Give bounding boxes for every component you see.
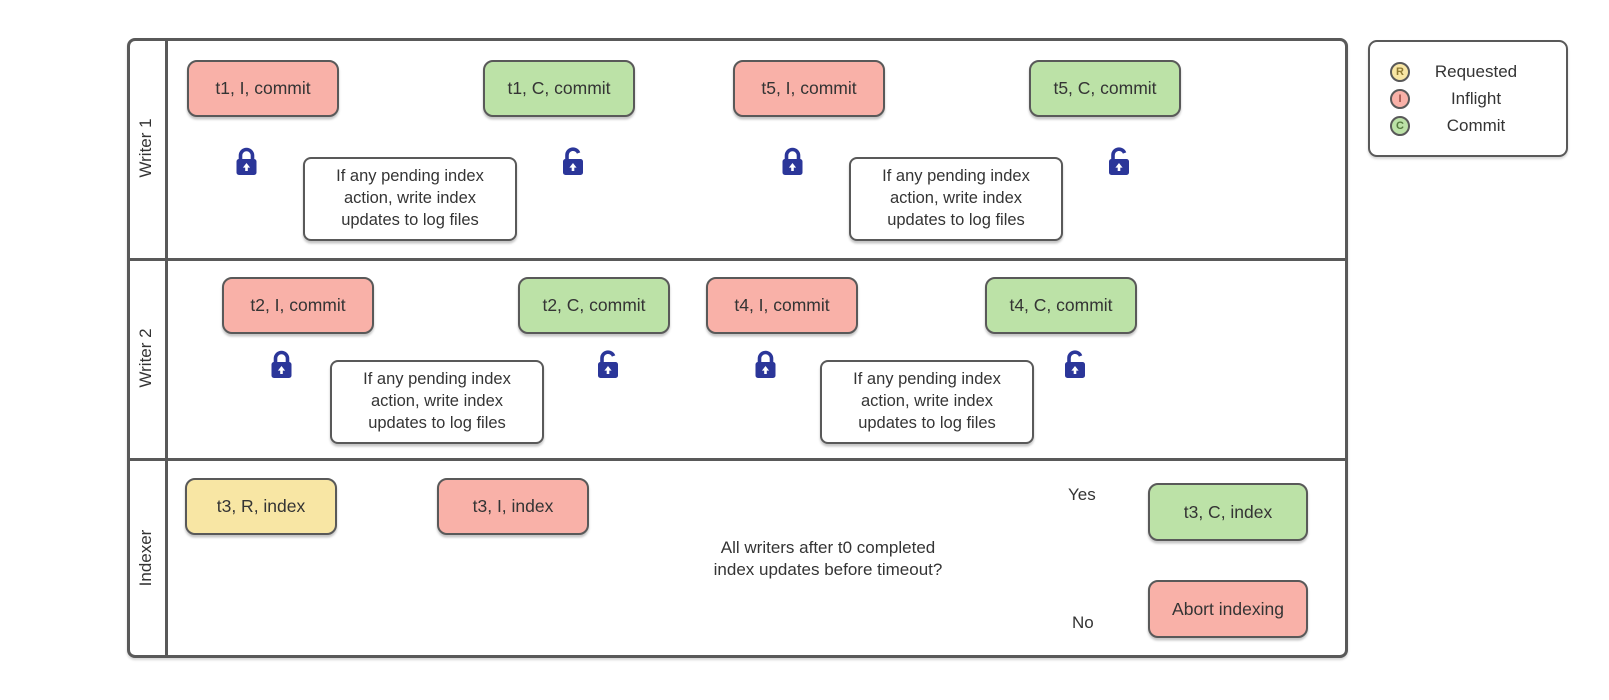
- lane-label-divider: [165, 38, 168, 658]
- closed-lock-icon: [753, 349, 778, 380]
- state-box-t3-commit: t3, C, index: [1148, 483, 1308, 541]
- state-box-t5-inflight: t5, I, commit: [733, 60, 885, 117]
- state-box-t3-inflight: t3, I, index: [437, 478, 589, 535]
- decision-question: All writers after t0 completed index upd…: [713, 537, 943, 579]
- state-box-t2-inflight: t2, I, commit: [222, 277, 374, 334]
- open-lock-icon: [1105, 143, 1134, 177]
- state-box-abort-indexing: Abort indexing: [1148, 580, 1308, 638]
- legend-item-requested: R Requested: [1390, 61, 1566, 82]
- legend-box: R Requested I Inflight C Commit: [1368, 40, 1568, 157]
- lane-label-writer2: Writer 2: [136, 328, 155, 388]
- open-lock-icon: [1061, 346, 1090, 380]
- state-box-t1-commit: t1, C, commit: [483, 60, 635, 117]
- state-box-t4-commit: t4, C, commit: [985, 277, 1137, 334]
- closed-lock-icon: [269, 349, 294, 380]
- state-box-t5-commit: t5, C, commit: [1029, 60, 1181, 117]
- lane-divider: [127, 458, 1348, 461]
- note-box-writer1-t1: If any pending index action, write index…: [303, 157, 517, 241]
- requested-state-icon: R: [1390, 61, 1410, 82]
- lane-label-writer1: Writer 1: [136, 118, 155, 178]
- inflight-state-icon: I: [1390, 88, 1410, 109]
- lane-divider: [127, 258, 1348, 261]
- open-lock-icon: [594, 346, 623, 380]
- branch-label-no: No: [1072, 613, 1094, 632]
- state-box-t4-inflight: t4, I, commit: [706, 277, 858, 334]
- legend-label: Inflight: [1450, 88, 1502, 108]
- branch-label-yes: Yes: [1068, 485, 1096, 504]
- note-box-writer1-t5: If any pending index action, write index…: [849, 157, 1063, 241]
- legend-label: Commit: [1446, 115, 1506, 135]
- swimlane-frame: [127, 38, 1348, 658]
- note-box-writer2-t2: If any pending index action, write index…: [330, 360, 544, 444]
- lane-label-indexer: Indexer: [136, 529, 155, 587]
- legend-label: Requested: [1434, 61, 1518, 81]
- closed-lock-icon: [780, 146, 805, 177]
- legend-item-inflight: I Inflight: [1390, 88, 1566, 109]
- commit-state-icon: C: [1390, 115, 1410, 136]
- state-box-t2-commit: t2, C, commit: [518, 277, 670, 334]
- open-lock-icon: [559, 143, 588, 177]
- closed-lock-icon: [234, 146, 259, 177]
- state-box-t3-requested: t3, R, index: [185, 478, 337, 535]
- legend-item-commit: C Commit: [1390, 115, 1566, 136]
- note-box-writer2-t4: If any pending index action, write index…: [820, 360, 1034, 444]
- state-box-t1-inflight: t1, I, commit: [187, 60, 339, 117]
